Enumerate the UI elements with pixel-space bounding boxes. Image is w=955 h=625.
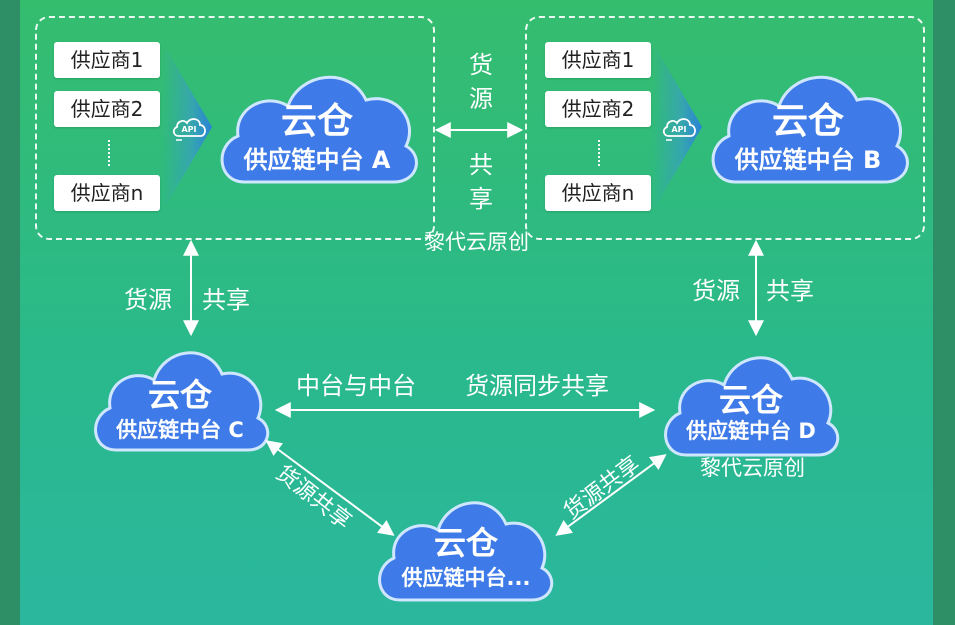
group-a-box xyxy=(35,16,435,240)
api-icon-text: API xyxy=(181,125,196,134)
cloud-d-title: 云仓 xyxy=(718,381,783,419)
label-ab-huo: 货 xyxy=(469,51,493,79)
label-ab-xiang: 享 xyxy=(469,185,493,213)
cloud-a-title: 云仓 xyxy=(280,101,353,142)
cloud-e-subtitle: 供应链中台... xyxy=(401,566,531,590)
api-cloud-icon-b: API xyxy=(660,114,700,142)
supplier-b-ellipsis xyxy=(598,140,604,166)
cloud-e: 云仓 供应链中台... xyxy=(374,488,558,606)
api-cloud-icon: API xyxy=(170,114,210,142)
cloud-c-title: 云仓 xyxy=(147,376,212,414)
cloud-e-shape xyxy=(378,501,554,602)
label-bd-right: 共享 xyxy=(766,277,814,305)
label-ac-left: 货源 xyxy=(124,286,172,314)
arrow-d-e xyxy=(555,454,667,536)
cloud-b: 云仓 供应链中台 B xyxy=(705,62,911,190)
label-ab-yuan: 源 xyxy=(469,85,493,113)
label-bd-left: 货源 xyxy=(692,277,740,305)
cloud-b-title: 云仓 xyxy=(771,101,844,142)
left-border-strip xyxy=(0,0,20,625)
label-ac-right: 共享 xyxy=(202,286,250,314)
cloud-a: 云仓 供应链中台 A xyxy=(214,62,420,190)
cloud-b-shape xyxy=(711,75,909,184)
cloud-d-subtitle: 供应链中台 D xyxy=(686,419,816,443)
cloud-c: 云仓 供应链中台 C xyxy=(90,338,270,456)
cloud-b-subtitle: 供应链中台 B xyxy=(734,146,882,174)
watermark-d: 黎代云原创 xyxy=(700,456,805,480)
supplier-a-2: 供应商2 xyxy=(54,91,160,127)
cloud-a-shape xyxy=(220,75,418,184)
supplier-b-1: 供应商1 xyxy=(545,42,651,78)
cloud-c-shape xyxy=(94,351,270,452)
label-cd-right: 货源同步共享 xyxy=(465,372,609,400)
cloud-e-title: 云仓 xyxy=(433,524,498,562)
api-icon-text-b: API xyxy=(671,125,686,134)
supplier-a-1: 供应商1 xyxy=(54,42,160,78)
supplier-a-n: 供应商n xyxy=(54,175,160,211)
cloud-d: 云仓 供应链中台 D xyxy=(660,343,842,461)
label-ab-gong: 共 xyxy=(469,151,493,179)
cloud-d-shape xyxy=(664,356,840,457)
supplier-b-n: 供应商n xyxy=(545,175,651,211)
watermark-top: 黎代云原创 xyxy=(424,230,529,254)
group-b-box xyxy=(525,16,925,240)
supplier-b-2: 供应商2 xyxy=(545,91,651,127)
label-cd-left: 中台与中台 xyxy=(296,372,416,400)
cloud-c-subtitle: 供应链中台 C xyxy=(116,418,244,442)
arrow-c-e xyxy=(265,440,395,536)
right-border-strip xyxy=(933,0,955,625)
supplier-a-ellipsis xyxy=(108,140,114,166)
cloud-a-subtitle: 供应链中台 A xyxy=(243,146,391,174)
